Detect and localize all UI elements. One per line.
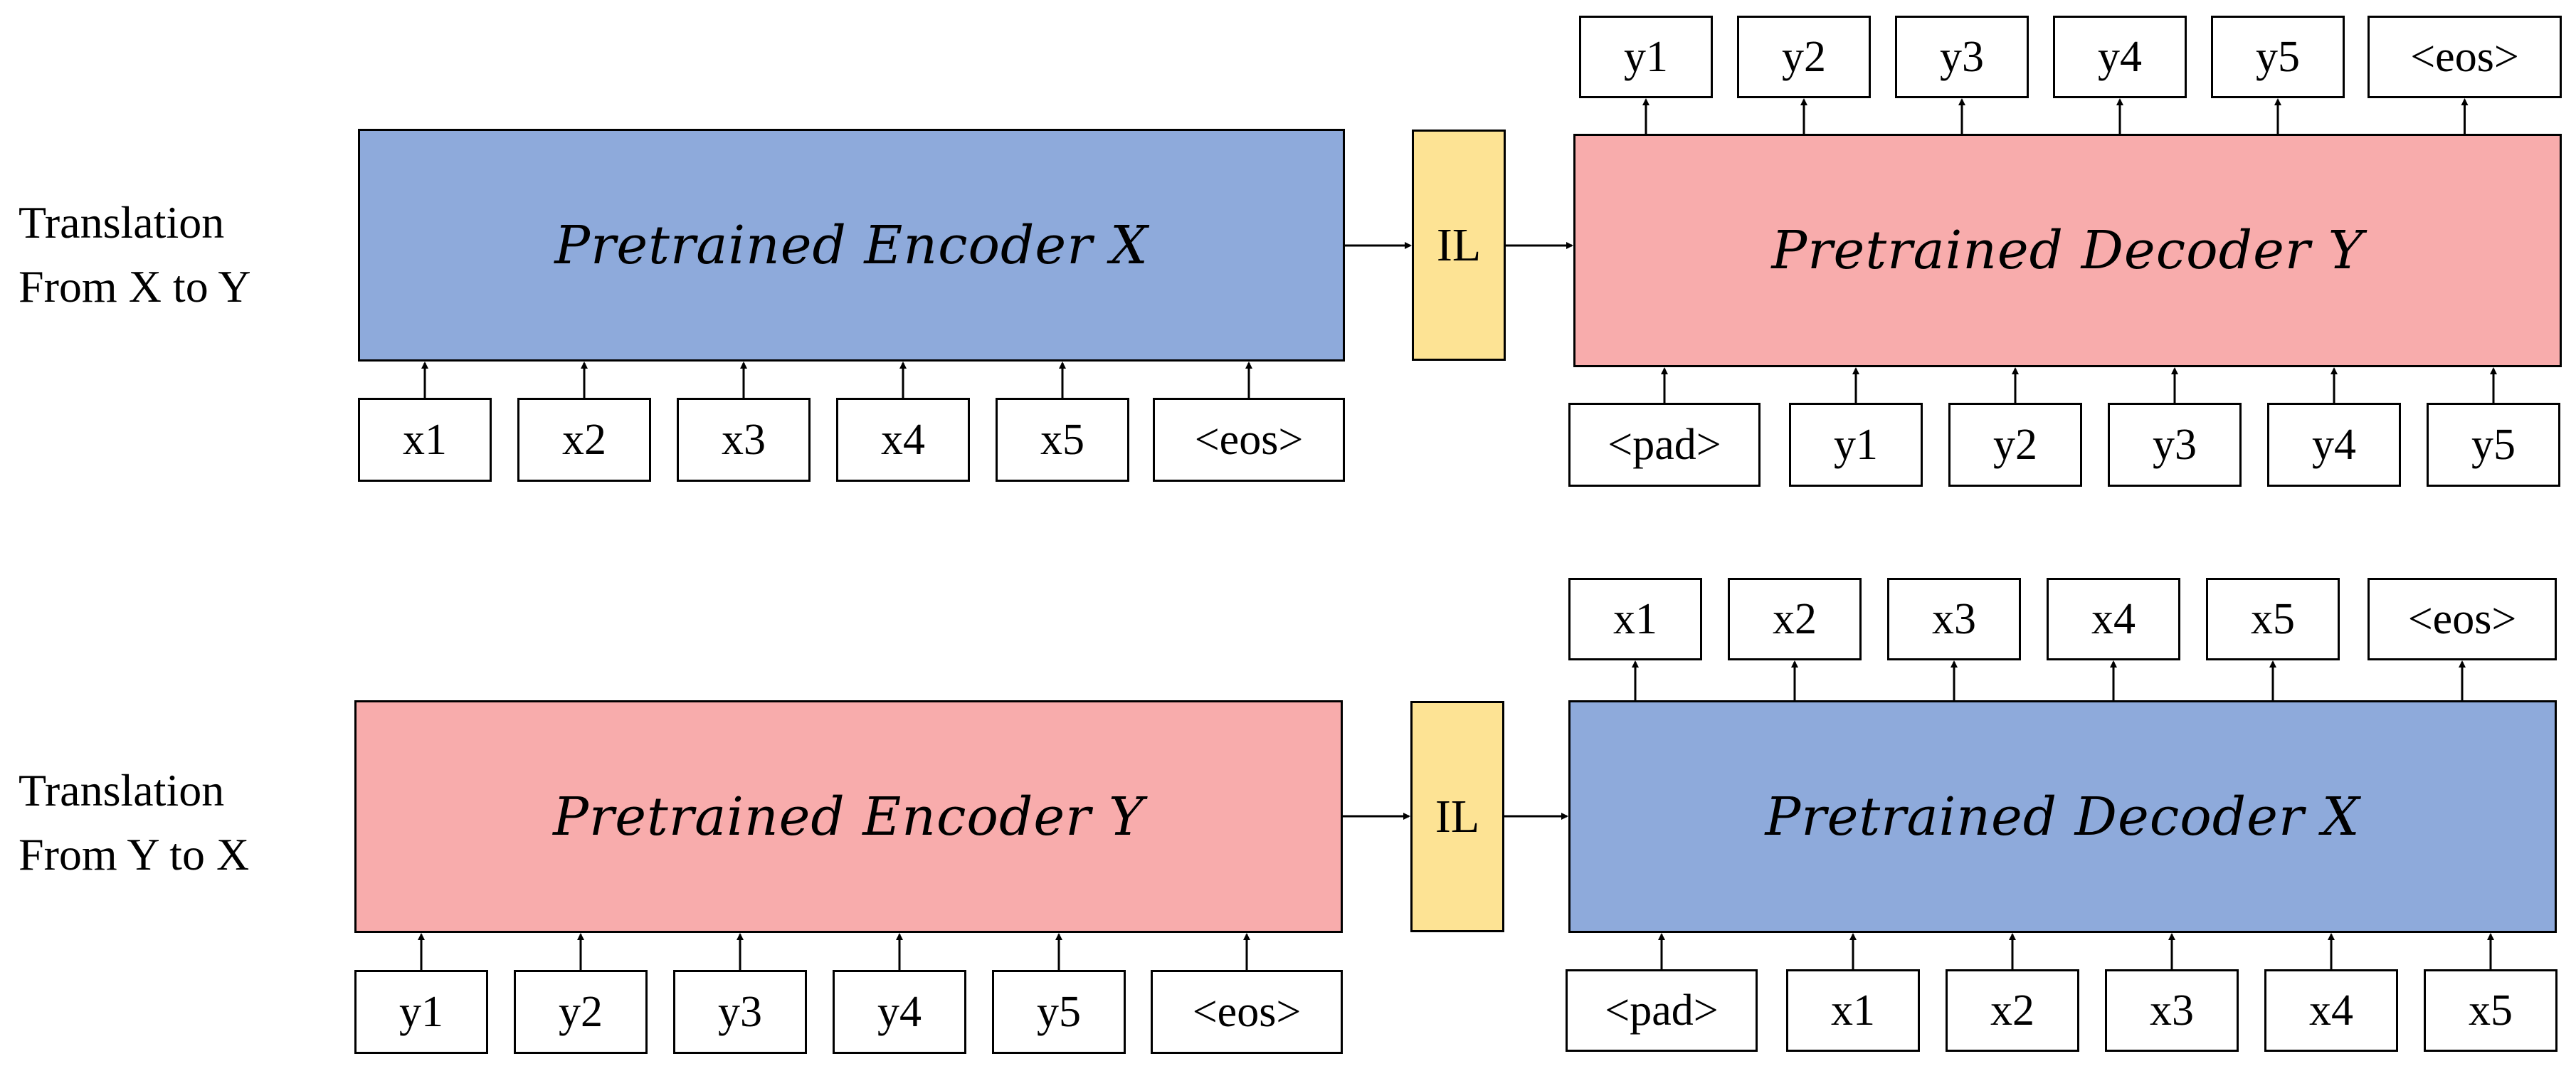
token-label: y4 bbox=[877, 987, 922, 1036]
decoder-input-token: x2 bbox=[1946, 969, 2079, 1052]
row-label-line2: From X to Y bbox=[19, 261, 251, 312]
encoder-input-token: x4 bbox=[836, 398, 970, 482]
token-label: y5 bbox=[2471, 420, 2516, 469]
decoder-input-token: x3 bbox=[2105, 969, 2239, 1052]
encoder-input-token: x2 bbox=[517, 398, 651, 482]
decoder-input-token: y2 bbox=[1948, 403, 2082, 487]
encoder-input-token: x5 bbox=[996, 398, 1129, 482]
token-label: x2 bbox=[1990, 986, 2034, 1035]
token-label: y5 bbox=[1037, 987, 1081, 1036]
decoder-input-token: x1 bbox=[1786, 969, 1920, 1052]
intermediate-layer-block: IL bbox=[1410, 701, 1504, 932]
decoder-input-token: y3 bbox=[2108, 403, 2242, 487]
token-label: <eos> bbox=[2407, 594, 2517, 643]
decoder-output-token: x3 bbox=[1887, 578, 2021, 660]
token-label: y1 bbox=[1834, 420, 1878, 469]
token-label: <eos> bbox=[1192, 987, 1302, 1036]
decoder-output-token: x1 bbox=[1568, 578, 1702, 660]
encoder-label: Pretrained Encoder Y bbox=[553, 786, 1144, 848]
token-label: x1 bbox=[1831, 986, 1875, 1035]
decoder-output-token: x4 bbox=[2047, 578, 2180, 660]
token-label: x1 bbox=[1613, 594, 1657, 643]
decoder-output-token: y3 bbox=[1895, 16, 2029, 98]
token-label: x1 bbox=[403, 415, 447, 464]
token-label: x4 bbox=[2309, 986, 2353, 1035]
token-label: <eos> bbox=[2410, 32, 2519, 81]
token-label: y3 bbox=[2153, 420, 2197, 469]
il-label: IL bbox=[1436, 218, 1482, 271]
token-label: y2 bbox=[1782, 32, 1826, 81]
encoder-input-token: x3 bbox=[677, 398, 811, 482]
token-label: x2 bbox=[562, 415, 606, 464]
row-label-line1: Translation bbox=[19, 765, 225, 816]
token-label: x5 bbox=[2251, 594, 2295, 643]
encoder-label: Pretrained Encoder X bbox=[554, 214, 1149, 276]
decoder-input-token: x4 bbox=[2264, 969, 2398, 1052]
token-label: y5 bbox=[2256, 32, 2300, 81]
token-label: <eos> bbox=[1194, 415, 1304, 464]
token-label: x5 bbox=[2469, 986, 2513, 1035]
encoder-input-token: y4 bbox=[833, 970, 966, 1054]
encoder-block: Pretrained Encoder Y bbox=[354, 700, 1343, 933]
decoder-output-token: x5 bbox=[2206, 578, 2340, 660]
token-label: x3 bbox=[1932, 594, 1976, 643]
token-label: x4 bbox=[881, 415, 925, 464]
decoder-input-token: <pad> bbox=[1568, 403, 1761, 487]
encoder-input-token: y2 bbox=[514, 970, 648, 1054]
intermediate-layer-block: IL bbox=[1412, 130, 1506, 361]
token-label: <pad> bbox=[1605, 986, 1719, 1035]
decoder-output-token: y2 bbox=[1737, 16, 1871, 98]
token-label: x2 bbox=[1773, 594, 1817, 643]
decoder-label: Pretrained Decoder Y bbox=[1771, 220, 2364, 281]
encoder-input-token: x1 bbox=[358, 398, 492, 482]
decoder-block: Pretrained Decoder X bbox=[1568, 700, 2557, 933]
token-label: y3 bbox=[718, 987, 762, 1036]
decoder-input-token: y4 bbox=[2267, 403, 2401, 487]
decoder-input-token: x5 bbox=[2424, 969, 2557, 1052]
row-label-line2: From Y to X bbox=[19, 829, 250, 880]
encoder-input-token: <eos> bbox=[1153, 398, 1345, 482]
encoder-input-token: y5 bbox=[992, 970, 1126, 1054]
token-label: y1 bbox=[399, 987, 443, 1036]
encoder-input-token: y3 bbox=[673, 970, 807, 1054]
encoder-input-token: <eos> bbox=[1151, 970, 1343, 1054]
token-label: y2 bbox=[559, 987, 603, 1036]
token-label: x5 bbox=[1040, 415, 1084, 464]
il-label: IL bbox=[1435, 790, 1480, 843]
row-label: Translation From Y to X bbox=[19, 759, 249, 887]
token-label: y1 bbox=[1624, 32, 1668, 81]
decoder-output-token: x2 bbox=[1728, 578, 1862, 660]
decoder-output-token: y5 bbox=[2211, 16, 2345, 98]
token-label: y4 bbox=[2312, 420, 2356, 469]
encoder-block: Pretrained Encoder X bbox=[358, 129, 1345, 362]
row-label-line1: Translation bbox=[19, 197, 225, 248]
decoder-block: Pretrained Decoder Y bbox=[1573, 134, 2562, 367]
decoder-input-token: <pad> bbox=[1566, 969, 1758, 1052]
decoder-output-token: y4 bbox=[2053, 16, 2187, 98]
decoder-output-token: <eos> bbox=[2368, 578, 2557, 660]
token-label: <pad> bbox=[1608, 420, 1721, 469]
token-label: x4 bbox=[2091, 594, 2136, 643]
encoder-input-token: y1 bbox=[354, 970, 488, 1054]
token-label: y3 bbox=[1940, 32, 1984, 81]
decoder-input-token: y1 bbox=[1789, 403, 1923, 487]
token-label: y2 bbox=[1993, 420, 2037, 469]
decoder-label: Pretrained Decoder X bbox=[1765, 786, 2360, 848]
decoder-output-token: y1 bbox=[1579, 16, 1713, 98]
token-label: x3 bbox=[722, 415, 766, 464]
row-label: Translation From X to Y bbox=[19, 191, 251, 319]
decoder-output-token: <eos> bbox=[2368, 16, 2562, 98]
token-label: y4 bbox=[2098, 32, 2142, 81]
decoder-input-token: y5 bbox=[2427, 403, 2560, 487]
token-label: x3 bbox=[2150, 986, 2194, 1035]
